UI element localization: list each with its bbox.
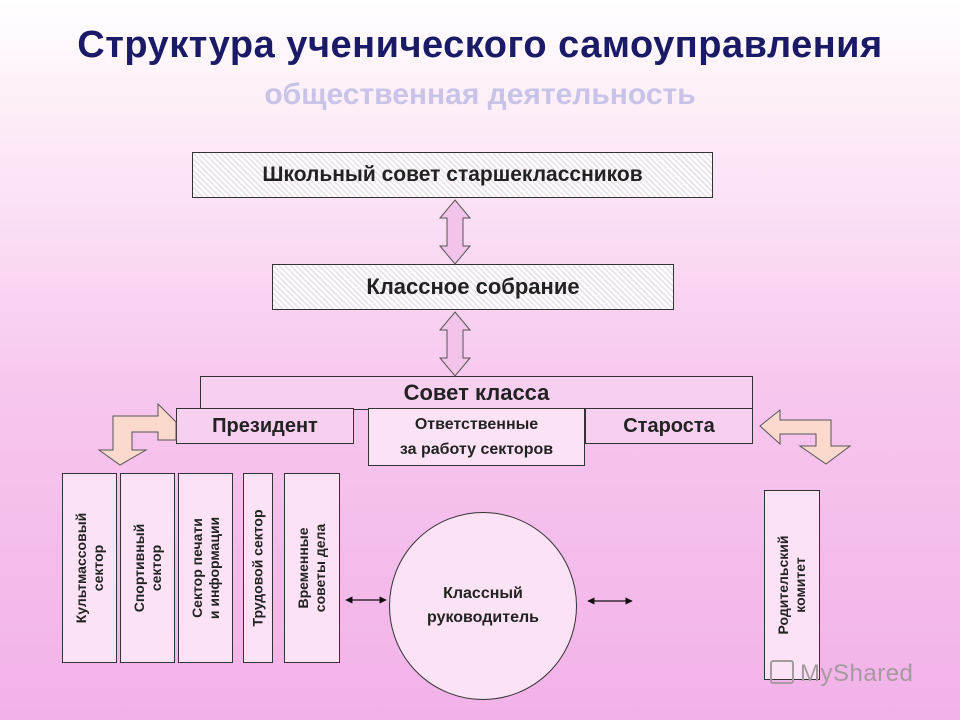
watermark: MyShared: [770, 660, 913, 688]
parent-committee-label: Родительский комитет: [775, 535, 808, 635]
class-teacher-label: Классный руководитель: [427, 585, 539, 626]
sector-box: Спортивный сектор: [120, 473, 175, 663]
president-label: Президент: [212, 414, 318, 437]
double-arrow-icon: [438, 311, 472, 377]
sector-label: Сектор печати и информации: [188, 516, 222, 620]
class-council-box: Совет класса: [200, 376, 753, 410]
school-council-box: Школьный совет старшеклассников: [192, 152, 713, 198]
class-teacher-circle: Классный руководитель: [389, 512, 577, 700]
class-meeting-label: Классное собрание: [366, 274, 580, 299]
sector-label: Культмассовый сектор: [72, 512, 106, 624]
page-title: Структура ученического самоуправления: [77, 24, 883, 66]
double-arrow-icon: [438, 199, 472, 265]
school-council-label: Школьный совет старшеклассников: [262, 163, 643, 186]
sector-box: Сектор печати и информации: [178, 473, 233, 663]
sector-box: Культмассовый сектор: [62, 473, 117, 663]
headman-label: Староста: [623, 414, 715, 437]
page-subtitle: общественная деятельность: [264, 78, 696, 111]
watermark-label: MyShared: [800, 660, 914, 687]
responsible-box: Ответственные за работу секторов: [368, 408, 585, 466]
sector-box: Трудовой сектор: [243, 473, 273, 663]
class-council-label: Совет класса: [403, 380, 550, 405]
president-box: Президент: [176, 408, 354, 444]
bent-arrow-left-icon: [97, 402, 177, 466]
sector-label: Спортивный сектор: [130, 523, 164, 613]
sector-label: Трудовой сектор: [249, 509, 266, 627]
class-meeting-box: Классное собрание: [272, 264, 674, 310]
bent-arrow-right-icon: [759, 408, 852, 465]
sector-box: Временные советы дела: [284, 473, 340, 663]
sector-label: Временные советы дела: [295, 523, 328, 613]
headman-box: Староста: [585, 408, 753, 444]
watermark-logo-icon: [770, 660, 794, 684]
parent-committee-box: Родительский комитет: [764, 490, 820, 680]
responsible-label: Ответственные за работу секторов: [399, 416, 554, 458]
